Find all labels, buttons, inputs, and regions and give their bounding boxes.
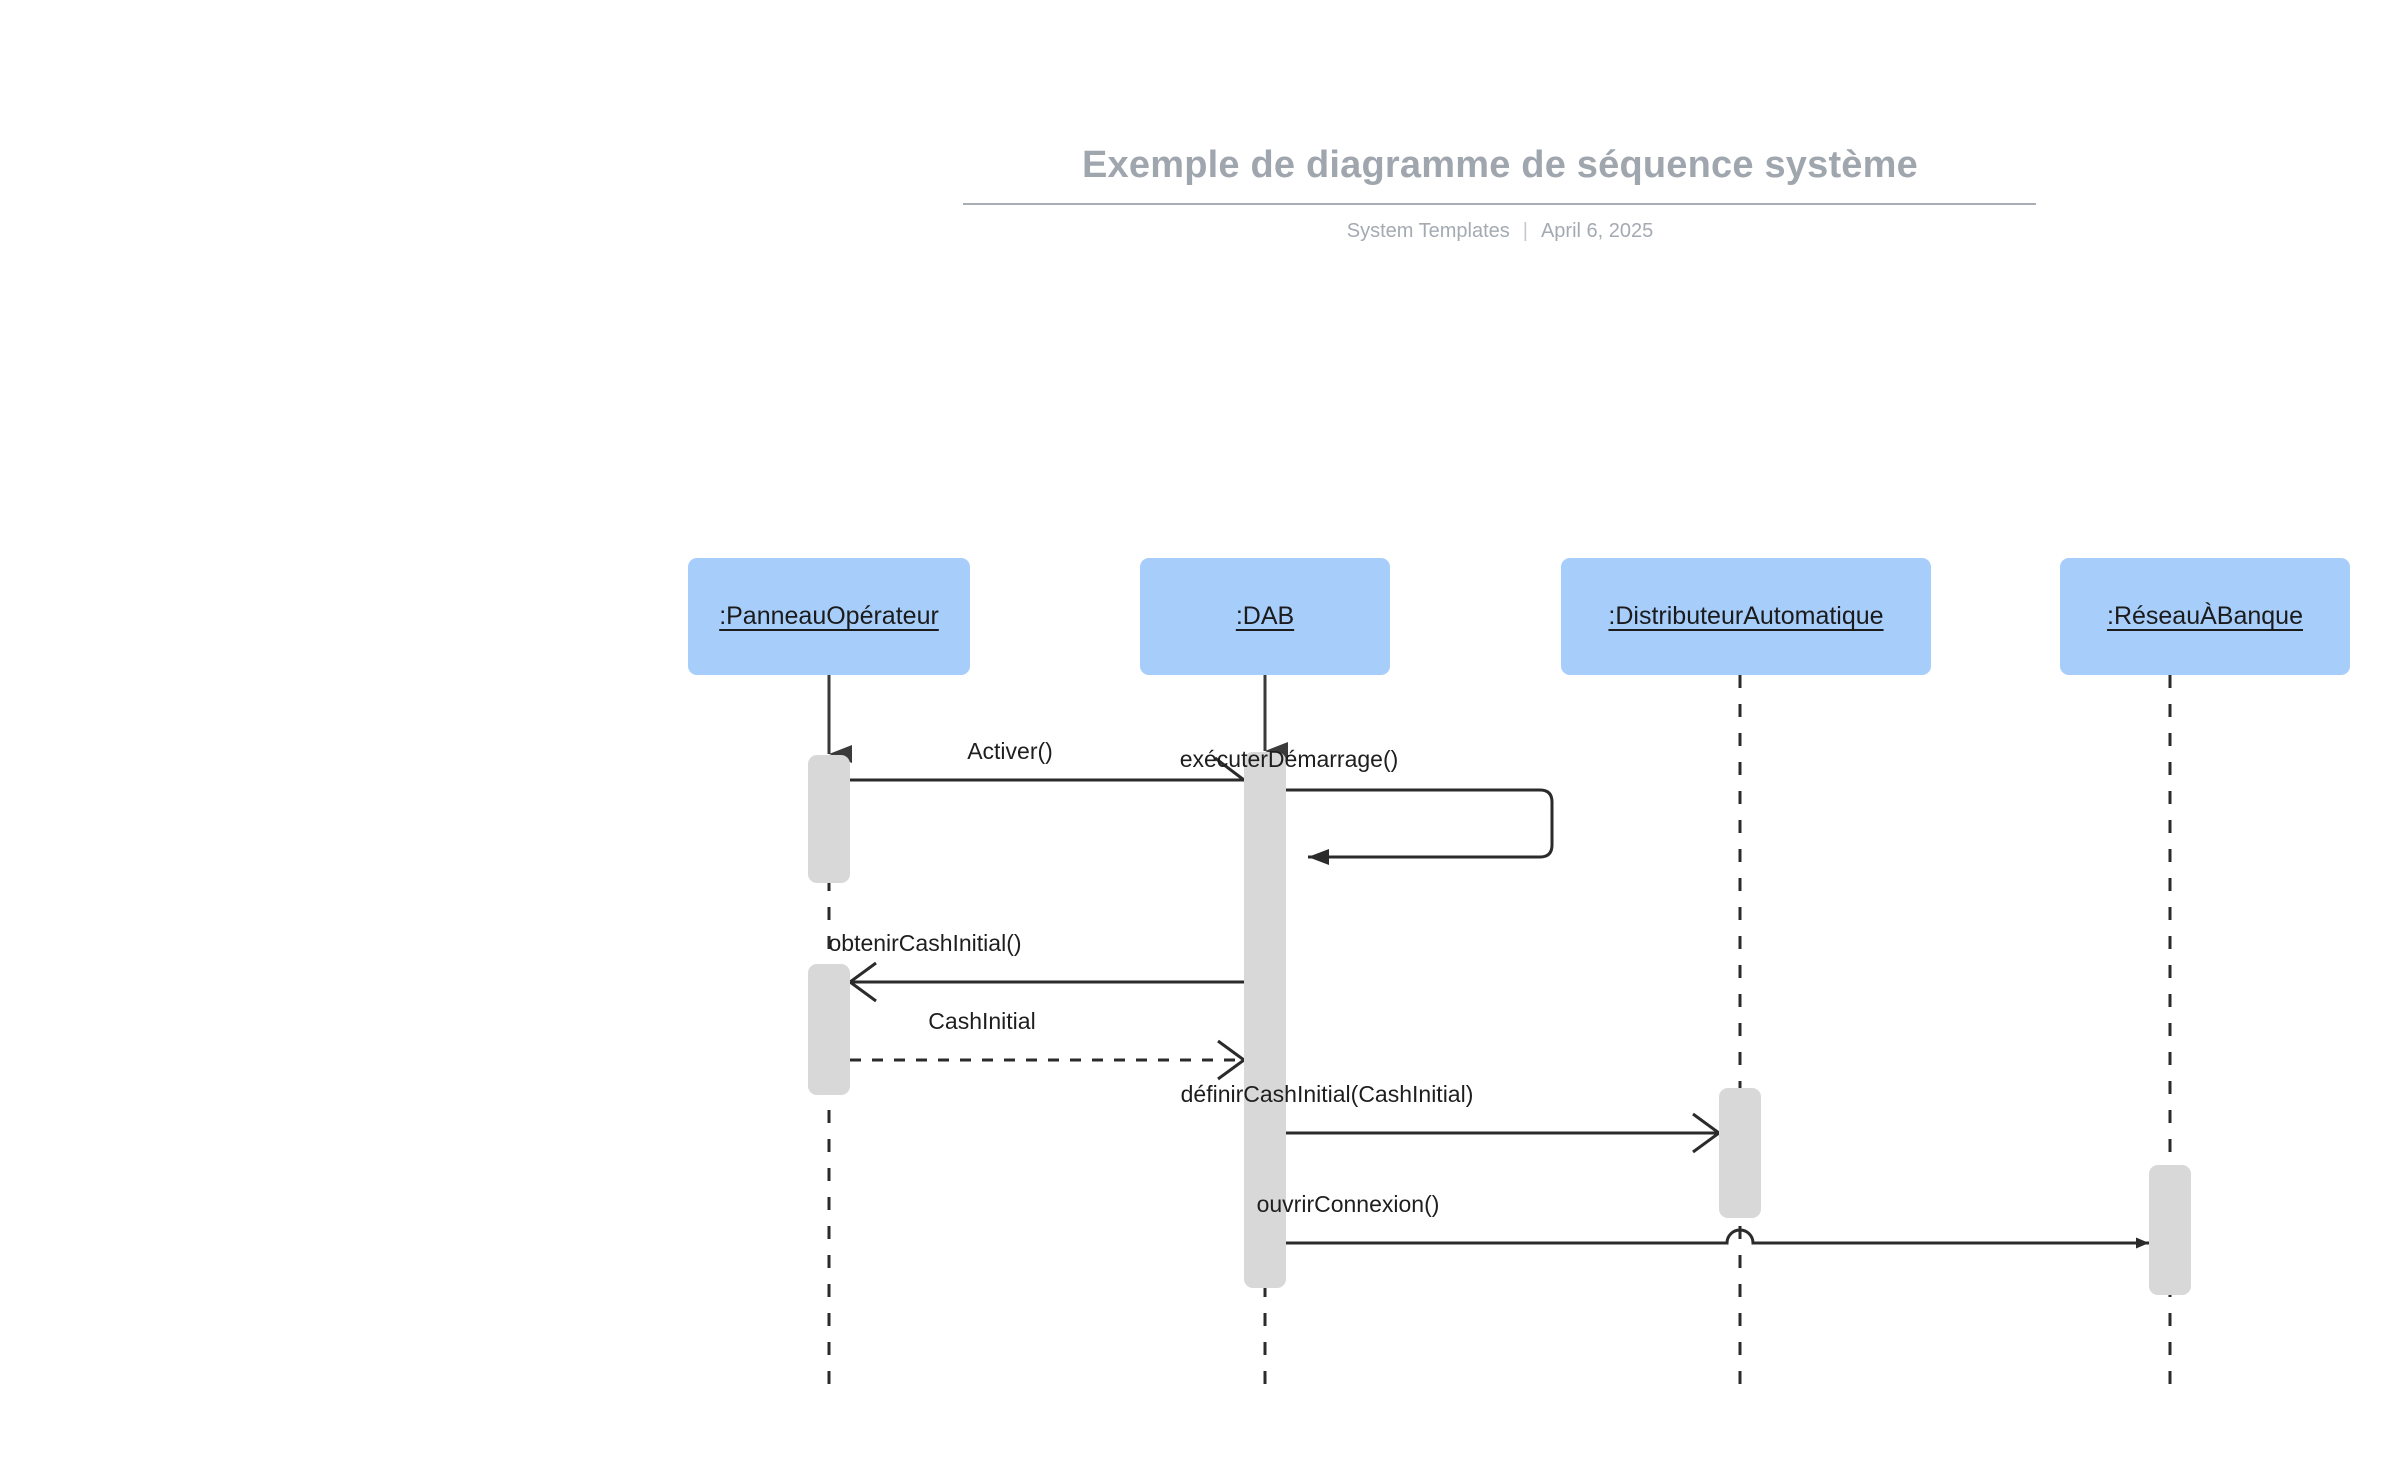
message-line-executer-demarrage[interactable] — [1286, 788, 1554, 865]
activation-bar-distributeur[interactable] — [1719, 1088, 1761, 1218]
lifeline-header-distributeur[interactable]: :DistributeurAutomatique — [1561, 558, 1931, 675]
message-label-executer-demarrage: exécuterDémarrage() — [1179, 746, 1399, 772]
activation-bar-panneau[interactable] — [808, 964, 850, 1095]
arrowhead-half-open — [1214, 756, 1245, 782]
lifeline-label: :RéseauÀBanque — [2107, 602, 2303, 630]
message-label-definir-cash-initial: définirCashInitial(CashInitial) — [1180, 1081, 1474, 1107]
lifeline-header-panneau[interactable]: :PanneauOpérateur — [688, 558, 970, 675]
message-label-activer: Activer() — [967, 738, 1053, 764]
lifeline-label: :PanneauOpérateur — [719, 602, 939, 630]
message-label-obtenir-cash-initial: obtenirCashInitial() — [828, 930, 1022, 956]
lifeline-header-dab[interactable]: :DAB — [1140, 558, 1390, 675]
arrowhead-open — [847, 961, 877, 1003]
message-label-cash-initial: CashInitial — [928, 1008, 1036, 1034]
message-label-ouvrir-connexion: ouvrirConnexion() — [1256, 1191, 1440, 1217]
lifeline-label: :DistributeurAutomatique — [1608, 602, 1884, 630]
activation-bar-reseau[interactable] — [2149, 1165, 2191, 1295]
lifeline-header-reseau[interactable]: :RéseauÀBanque — [2060, 558, 2350, 675]
lifeline-label: :DAB — [1235, 602, 1295, 630]
activation-bar-dab[interactable] — [1244, 752, 1286, 1288]
activation-bar-panneau[interactable] — [808, 755, 850, 883]
message-line-ouvrir-connexion[interactable] — [1286, 1228, 2149, 1249]
